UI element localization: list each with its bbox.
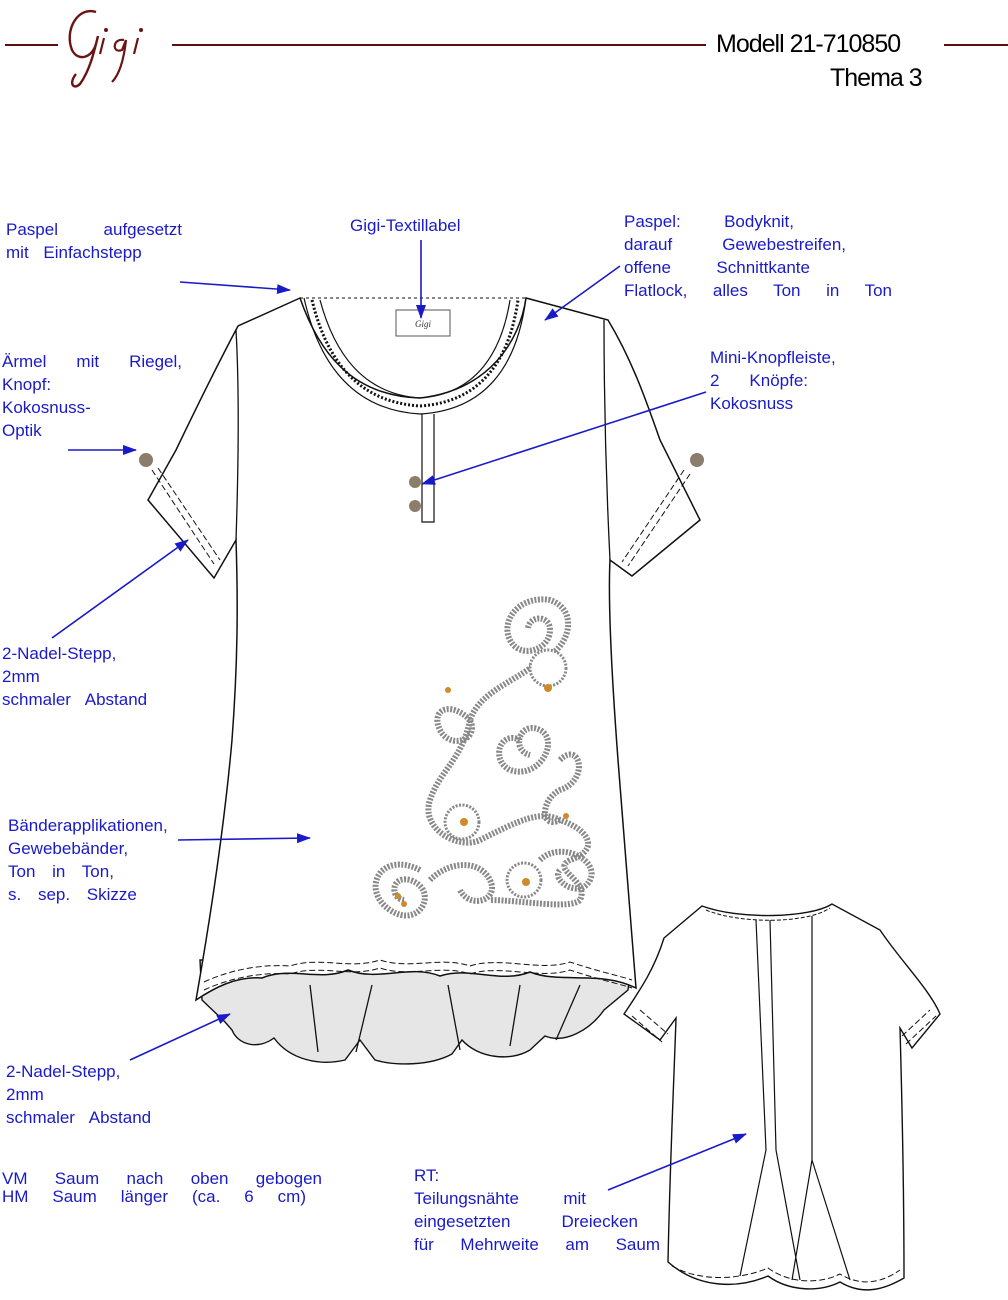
brand-logo [58, 0, 168, 90]
arrow-hem-stitch [129, 1013, 231, 1061]
label-tag-text: Gigi [415, 319, 432, 329]
arrow-piping-front [179, 281, 291, 295]
arrow-piping-detail [544, 265, 621, 321]
theme-label: Thema 3 [830, 64, 923, 92]
note-hem: VM Saum nach oben gebogen HM Saum länger… [2, 1169, 322, 1206]
note-piping-detail: Paspel: Bodyknit, darauf Gewebestreifen,… [624, 212, 892, 300]
note-sleeve-stitch: 2-Nadel-Stepp, 2mm schmaler Abstand [2, 644, 148, 709]
note-back-view: RT: Teilungsnähte mit eingesetzten Dreie… [414, 1166, 660, 1254]
note-piping-front: Paspel aufgesetzt mit Einfachstepp [6, 220, 182, 262]
arrow-back-view [607, 1133, 747, 1191]
note-hem-stitch: 2-Nadel-Stepp, 2mm schmaler Abstand [6, 1062, 152, 1127]
arrow-applique [177, 833, 311, 844]
front-body-outline [147, 296, 701, 1002]
placket-button-2 [409, 500, 421, 512]
back-hem-underlayer [199, 959, 633, 1065]
arrow-placket [421, 391, 707, 485]
button-placket [421, 414, 435, 523]
ribbon-applique [372, 596, 595, 919]
header-rules [5, 44, 1008, 46]
note-label: Gigi-Textillabel [350, 216, 461, 235]
left-sleeve-button [139, 453, 153, 467]
note-appliques: Bänderapplikationen, Gewebebänder, Ton i… [8, 816, 168, 904]
right-sleeve-button [690, 453, 704, 467]
placket-button-1 [409, 476, 421, 488]
note-sleeve-tab: Ärmel mit Riegel, Knopf: Kokosnuss- Opti… [2, 352, 182, 440]
note-placket: Mini-Knopfleiste, 2 Knöpfe: Kokosnuss [710, 348, 836, 413]
back-body-outline [623, 903, 941, 1291]
model-number: Modell 21-710850 [716, 30, 901, 58]
arrow-sleeve-stitch [51, 539, 189, 639]
